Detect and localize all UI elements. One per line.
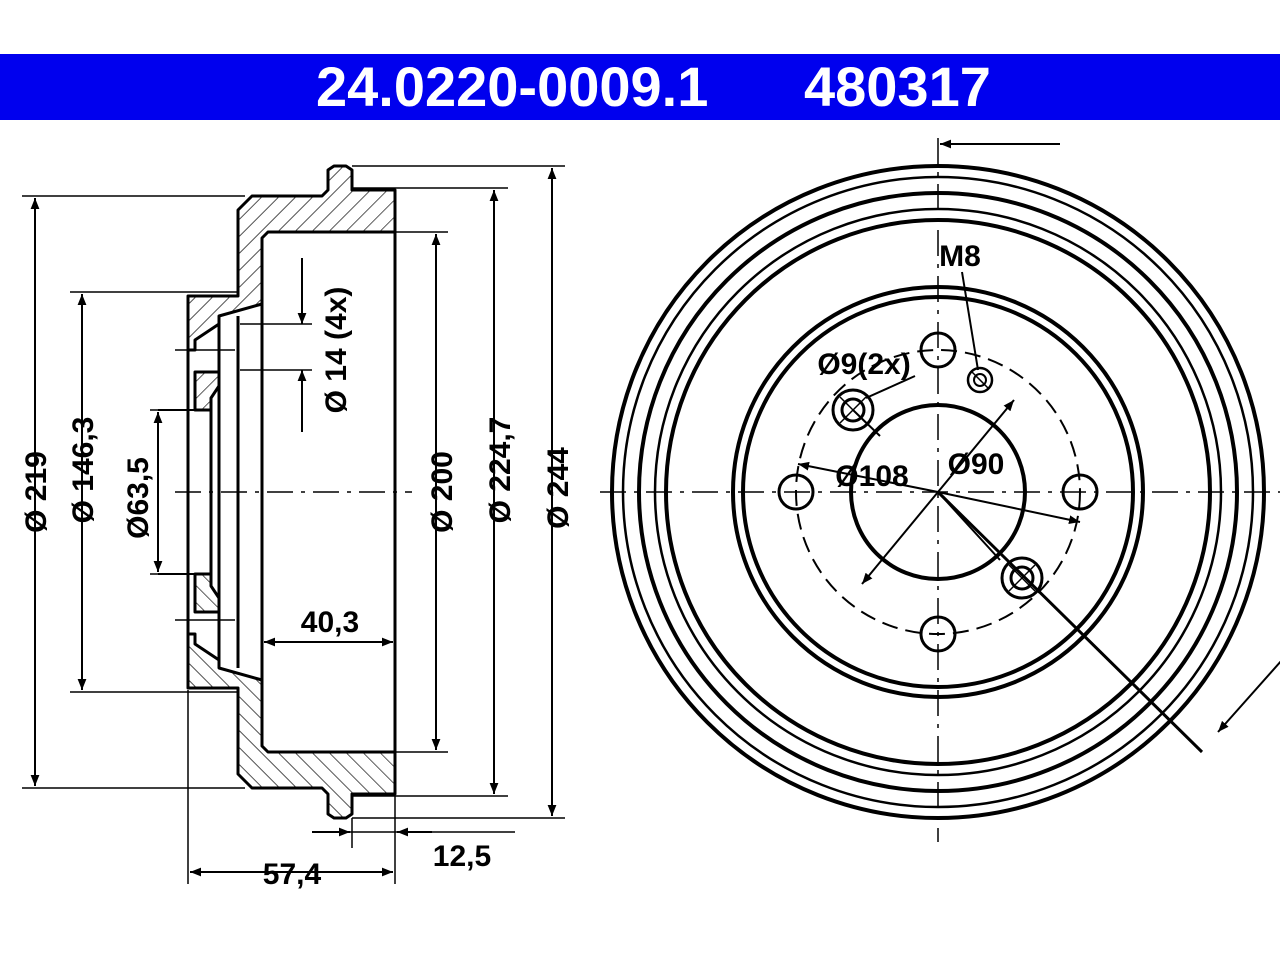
stud-hole-bottom <box>919 615 957 653</box>
label-m8: M8 <box>939 240 981 273</box>
front-view: M8 Ø9(2x) Ø108 Ø90 <box>600 138 1280 842</box>
label-d14: Ø 14 (4x) <box>320 287 353 414</box>
stud-hole-top <box>919 331 957 369</box>
drum-ring-2 <box>621 175 1255 809</box>
drum-ring-4 <box>653 207 1223 777</box>
section-line-diagonal <box>936 490 1204 754</box>
label-d63: Ø63,5 <box>122 457 155 539</box>
hub-section-upper <box>193 370 221 412</box>
stud-hole-left <box>777 473 815 511</box>
drum-ring-3 <box>637 191 1239 793</box>
header-bar: 24.0220-0009.1 480317 <box>0 54 1280 120</box>
label-d219: Ø 219 <box>20 451 53 533</box>
hub-section-lower <box>193 572 221 614</box>
hub-ring-inner <box>741 295 1135 689</box>
side-section-view: Ø 219 Ø 146,3 Ø63,5 Ø 14 (4x) Ø 200 Ø 22… <box>20 164 575 891</box>
small-hole-lower-right <box>1000 556 1044 600</box>
dim-line-90 <box>937 491 1081 525</box>
drum-section-top <box>186 164 397 352</box>
label-d146: Ø 146,3 <box>67 417 100 524</box>
d9-leader <box>865 375 916 399</box>
drum-ring-5 <box>664 218 1212 766</box>
reference-number: 480317 <box>804 55 991 118</box>
label-w40: 40,3 <box>301 606 359 639</box>
label-d9: Ø9(2x) <box>817 348 910 381</box>
drum-section-bottom <box>186 632 397 820</box>
drum-outer-ring <box>610 164 1266 820</box>
label-d90: Ø90 <box>948 448 1005 481</box>
m8-thread-hole <box>966 366 994 394</box>
bolt-circle-pcd <box>795 349 1081 635</box>
part-number: 24.0220-0009.1 <box>316 55 709 118</box>
label-d200: Ø 200 <box>426 451 459 533</box>
label-w57: 57,4 <box>263 858 322 891</box>
m8-leader <box>961 271 979 371</box>
label-w12: 12,5 <box>433 840 491 873</box>
hub-ring-outer <box>731 285 1145 699</box>
label-d244: Ø 244 <box>542 447 575 529</box>
label-d224: Ø 224,7 <box>484 417 517 524</box>
label-d108: Ø108 <box>835 460 908 493</box>
stud-hole-right <box>1061 473 1099 511</box>
